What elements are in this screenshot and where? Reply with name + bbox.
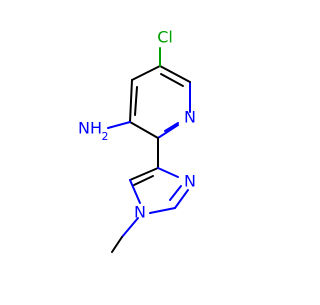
bond-methyl — [111, 236, 123, 253]
bond-c5-n1 — [129, 179, 141, 204]
chlorine-label: Cl — [157, 28, 173, 47]
bond-c3-nh2 — [107, 121, 131, 129]
bond-c6-c5-inner — [160, 73, 184, 87]
amine-subscript: 2 — [102, 130, 109, 143]
imidazole-n1-label: N — [134, 203, 146, 222]
pyridine-nitrogen-label: N — [184, 108, 196, 127]
molecule-canvas: Cl N NH 2 N N — [78, 27, 196, 253]
bond-n3-c2-inner — [169, 185, 182, 201]
bond-c4-c3 — [134, 86, 138, 116]
bond-c4-c3-outer — [129, 79, 133, 123]
amine-label: NH — [78, 119, 102, 138]
imidazole-ring — [129, 167, 189, 214]
bond-c6-c5 — [159, 65, 191, 83]
imidazole-n3-label: N — [184, 172, 196, 191]
bond-n3-c2 — [174, 189, 189, 209]
bond-c5-c4 — [131, 65, 161, 81]
bond-n1-methyl — [121, 217, 139, 238]
bond-c2-n1 — [157, 124, 179, 139]
bond-c4-c5 — [129, 167, 159, 181]
bond-c2-n1-inner — [164, 122, 179, 132]
bond-c3-c2 — [129, 121, 159, 139]
structure-diagram: Cl N NH 2 N N — [78, 28, 196, 253]
pyridine-ring — [129, 65, 191, 139]
bond-c2-n1 — [149, 207, 176, 214]
bond-c4-c5-inner — [133, 175, 154, 186]
bond-c4-n3 — [157, 167, 179, 178]
